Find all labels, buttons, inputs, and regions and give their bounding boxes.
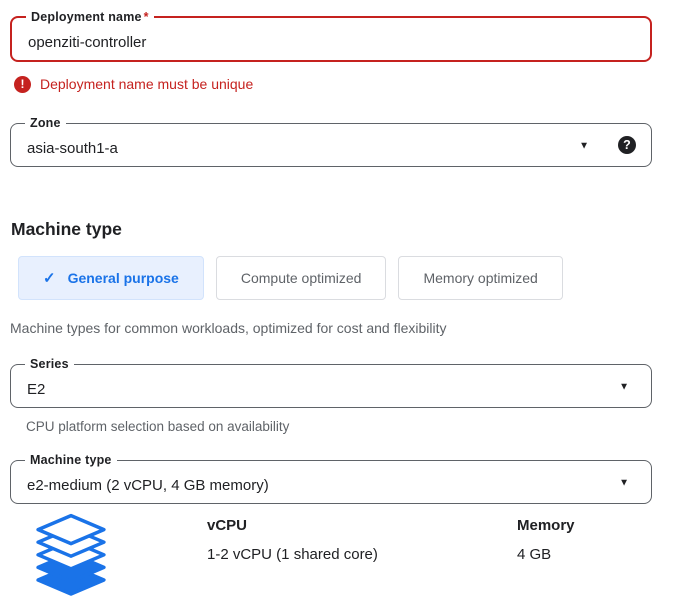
- zone-field-label: Zone: [25, 115, 66, 131]
- zone-field[interactable]: Zone asia-south1-a ▼ ?: [10, 115, 652, 167]
- tab-general-purpose[interactable]: ✓ General purpose: [18, 256, 204, 300]
- zone-dropdown-arrow-icon[interactable]: ▼: [579, 140, 589, 152]
- series-field-label: Series: [25, 356, 74, 372]
- spec-memory-column: Memory 4 GB: [517, 518, 575, 563]
- spec-vcpu-column: vCPU 1-2 vCPU (1 shared core): [207, 518, 378, 563]
- tab-memory-optimized-label: Memory optimized: [423, 270, 538, 286]
- machine-type-heading: Machine type: [11, 219, 122, 239]
- spec-memory-value: 4 GB: [517, 546, 552, 563]
- deployment-name-label: Deployment name*: [26, 9, 154, 25]
- tab-general-purpose-label: General purpose: [67, 270, 179, 286]
- zone-help-icon[interactable]: ?: [618, 136, 636, 154]
- machine-type-tabs: ✓ General purpose Compute optimized Memo…: [18, 256, 680, 300]
- machine-type-description: Machine types for common workloads, opti…: [10, 320, 447, 336]
- machine-type-field-label-text: Machine type: [30, 453, 112, 467]
- tab-compute-optimized-label: Compute optimized: [240, 270, 362, 286]
- machine-type-field[interactable]: Machine type e2-medium (2 vCPU, 4 GB mem…: [10, 452, 652, 504]
- spec-memory-header: Memory: [517, 517, 575, 534]
- machine-type-dropdown-arrow-icon[interactable]: ▼: [619, 477, 629, 489]
- deployment-config-page: Deployment name* ! Deployment name must …: [0, 9, 680, 601]
- deployment-name-input[interactable]: [28, 33, 604, 51]
- deployment-name-label-text: Deployment name: [31, 10, 142, 24]
- deployment-name-error-text: Deployment name must be unique: [40, 76, 254, 92]
- check-icon: ✓: [43, 270, 56, 287]
- series-field-value: E2: [27, 380, 46, 398]
- machine-type-field-value: e2-medium (2 vCPU, 4 GB memory): [27, 476, 269, 494]
- spec-vcpu-header: vCPU: [207, 517, 248, 534]
- required-asterisk: *: [143, 10, 149, 24]
- error-icon: !: [14, 75, 31, 93]
- series-field[interactable]: Series E2 ▼: [10, 356, 652, 408]
- machine-series-layers-icon: [36, 512, 106, 604]
- machine-specs: vCPU 1-2 vCPU (1 shared core) Memory 4 G…: [0, 510, 680, 596]
- tab-compute-optimized[interactable]: Compute optimized: [215, 256, 387, 300]
- series-helper-text: CPU platform selection based on availabi…: [26, 419, 290, 434]
- zone-field-value: asia-south1-a: [27, 139, 118, 157]
- series-field-label-text: Series: [30, 357, 69, 371]
- deployment-name-error-row: ! Deployment name must be unique: [14, 75, 680, 93]
- series-dropdown-arrow-icon[interactable]: ▼: [619, 381, 629, 393]
- deployment-name-field[interactable]: Deployment name*: [10, 9, 652, 62]
- machine-type-field-label: Machine type: [25, 452, 117, 468]
- zone-field-label-text: Zone: [30, 116, 61, 130]
- tab-memory-optimized[interactable]: Memory optimized: [398, 256, 563, 300]
- spec-vcpu-value: 1-2 vCPU (1 shared core): [207, 546, 378, 563]
